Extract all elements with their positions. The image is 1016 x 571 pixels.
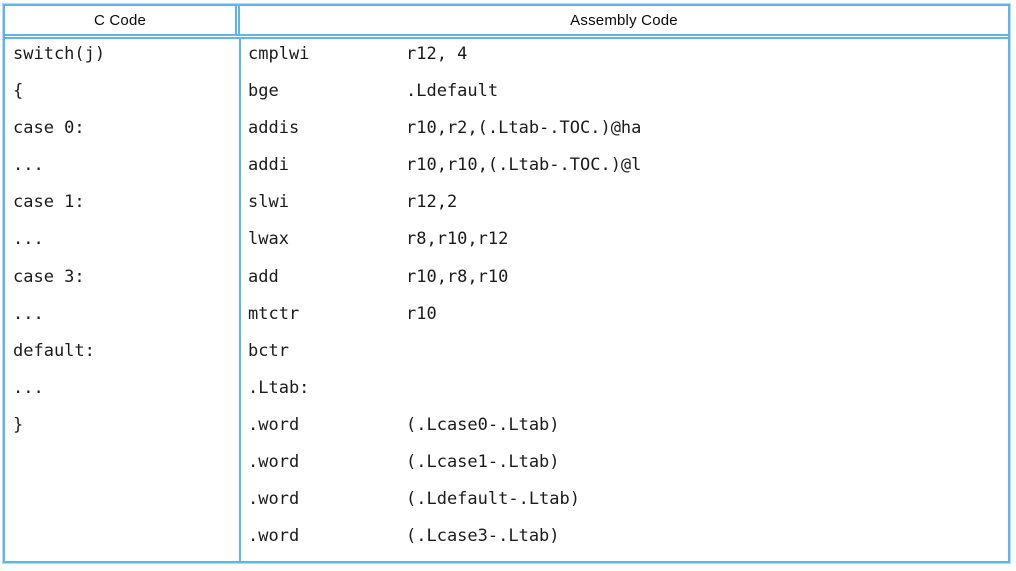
- assembly-line: addi r10,r10,(.Ltab-.TOC.)@l: [241, 150, 1008, 187]
- assembly-mnemonic: cmplwi: [248, 44, 310, 64]
- c-code-line: default:: [5, 336, 239, 373]
- c-code-line: }: [5, 410, 239, 447]
- header-column-divider: [237, 6, 240, 34]
- header-separator-line: [5, 36, 1008, 39]
- assembly-line: .word (.Lcase3-.Ltab): [241, 521, 1008, 558]
- assembly-operands: (.Lcase3-.Ltab): [406, 526, 560, 547]
- c-code-text: case 0:: [13, 118, 85, 139]
- assembly-line: add r10,r8,r10: [241, 262, 1008, 299]
- assembly-line: lwax r8,r10,r12: [241, 224, 1008, 261]
- c-code-text: ...: [13, 377, 44, 398]
- assembly-line: .word (.Lcase0-.Ltab): [241, 410, 1008, 447]
- c-code-line: switch(j): [5, 39, 239, 76]
- c-code-text: ...: [13, 155, 44, 176]
- c-code-text: }: [13, 414, 24, 435]
- assembly-operands: (.Lcase1-.Ltab): [406, 452, 560, 473]
- assembly-operands: (.Lcase0-.Ltab): [406, 414, 560, 435]
- assembly-line: .word (.Lcase1-.Ltab): [241, 447, 1008, 484]
- c-code-line: ...: [5, 373, 239, 410]
- assembly-mnemonic: addi: [248, 155, 289, 176]
- header-assembly-code: Assembly Code: [570, 11, 678, 29]
- c-code-text: {: [13, 81, 24, 102]
- c-code-line: ...: [5, 224, 239, 261]
- assembly-code-column: cmplwi r12, 4 bge .Ldefault addis r10,r2…: [241, 39, 1008, 561]
- c-code-line: ...: [5, 299, 239, 336]
- assembly-mnemonic: bge: [248, 81, 279, 102]
- assembly-mnemonic: mtctr: [248, 303, 300, 324]
- assembly-line: mtctr r10: [241, 299, 1008, 336]
- assembly-operands: r10,r10,(.Ltab-.TOC.)@l: [406, 155, 642, 176]
- assembly-mnemonic: .word: [248, 489, 300, 510]
- assembly-mnemonic: lwax: [248, 229, 289, 250]
- assembly-mnemonic: slwi: [248, 192, 289, 213]
- c-code-text: default:: [13, 340, 95, 361]
- c-code-text: switch(j): [13, 44, 106, 64]
- c-code-column: switch(j) { case 0: ... case: [5, 39, 241, 561]
- c-code-text: ...: [13, 229, 44, 250]
- assembly-operands: r12,2: [406, 192, 458, 213]
- assembly-mnemonic: addis: [248, 118, 300, 139]
- code-comparison-table: C Code Assembly Code switch(j) { case: [3, 4, 1010, 563]
- c-code-line: {: [5, 76, 239, 113]
- table-header-row: C Code Assembly Code: [5, 6, 1008, 36]
- assembly-line: slwi r12,2: [241, 187, 1008, 224]
- assembly-mnemonic: .word: [248, 452, 300, 473]
- assembly-line: cmplwi r12, 4: [241, 39, 1008, 76]
- c-code-text: ...: [13, 303, 44, 324]
- assembly-line: .word (.Ldefault-.Ltab): [241, 484, 1008, 521]
- assembly-operands: (.Ldefault-.Ltab): [406, 489, 580, 510]
- assembly-operands: r12, 4: [406, 44, 468, 64]
- assembly-operands: r10,r2,(.Ltab-.TOC.)@ha: [406, 118, 642, 139]
- c-code-text: case 1:: [13, 192, 85, 213]
- assembly-line: bge .Ldefault: [241, 76, 1008, 113]
- assembly-operands: .Ldefault: [406, 81, 499, 102]
- assembly-operands: r10: [406, 303, 437, 324]
- assembly-line: addis r10,r2,(.Ltab-.TOC.)@ha: [241, 113, 1008, 150]
- c-code-line: case 0:: [5, 113, 239, 150]
- assembly-mnemonic: .Ltab:: [248, 377, 310, 398]
- assembly-operands: r10,r8,r10: [406, 266, 509, 287]
- assembly-mnemonic: .word: [248, 414, 300, 435]
- assembly-line: .Ltab:: [241, 373, 1008, 410]
- assembly-operands: r8,r10,r12: [406, 229, 509, 250]
- assembly-line: bctr: [241, 336, 1008, 373]
- assembly-mnemonic: bctr: [248, 340, 289, 361]
- assembly-mnemonic: .word: [248, 526, 300, 547]
- c-code-line: ...: [5, 150, 239, 187]
- c-code-line: case 3:: [5, 262, 239, 299]
- table-body: switch(j) { case 0: ... case: [5, 39, 1008, 561]
- assembly-mnemonic: add: [248, 266, 279, 287]
- header-c-code: C Code: [5, 6, 237, 34]
- c-code-line: case 1:: [5, 187, 239, 224]
- c-code-text: case 3:: [13, 266, 85, 287]
